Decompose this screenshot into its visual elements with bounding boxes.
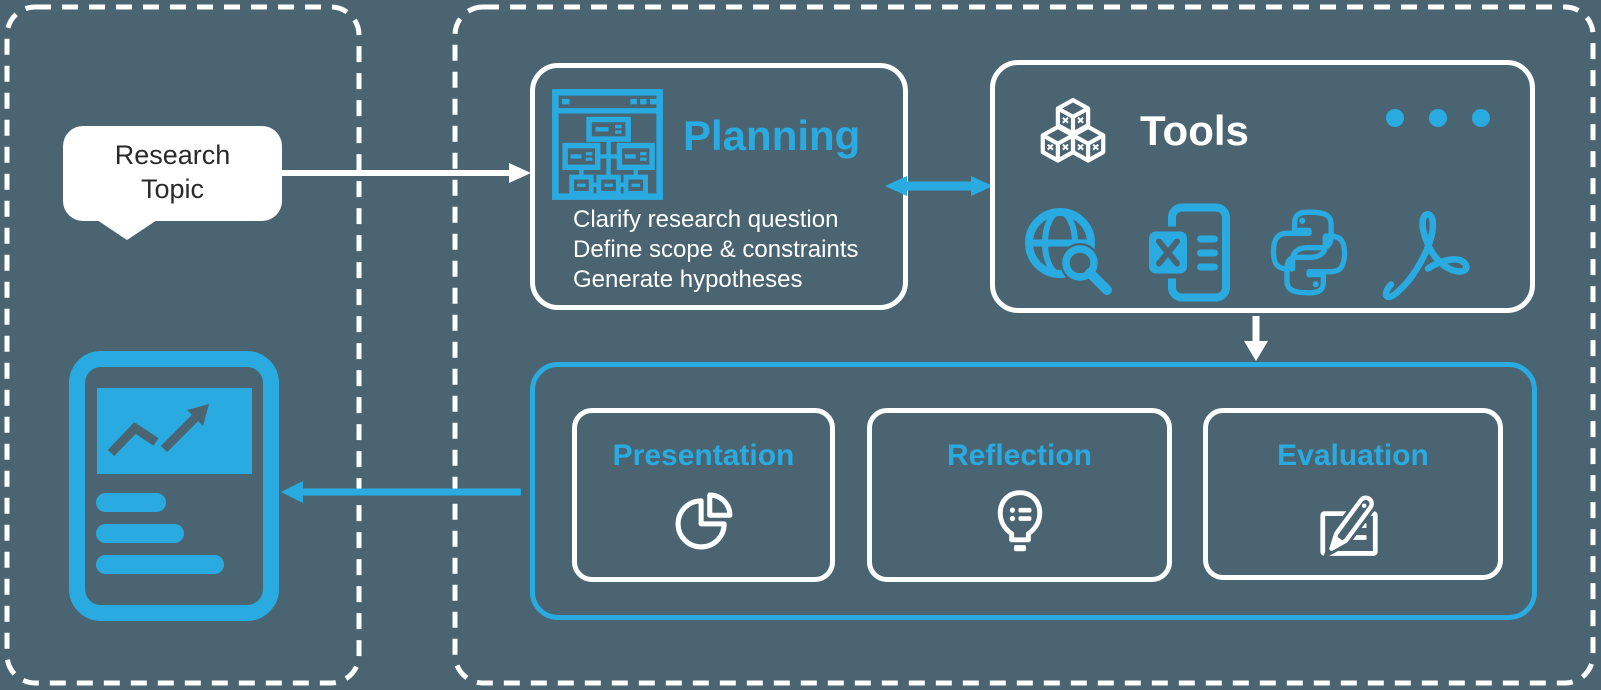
pie-chart-icon xyxy=(675,492,732,550)
tools-title: Tools xyxy=(1140,107,1249,154)
arrow-research-to-planning-icon xyxy=(281,163,531,183)
reflection-label: Reflection xyxy=(946,439,1093,472)
arrow-planning-tools-icon xyxy=(885,176,993,196)
menu-dot xyxy=(1472,109,1490,127)
menu-dots xyxy=(1386,109,1490,127)
report-document-icon xyxy=(69,351,279,621)
presentation-label: Presentation xyxy=(612,439,795,472)
arrow-tools-stages-icon xyxy=(1244,316,1268,361)
edit-document-icon xyxy=(1320,492,1378,560)
stage-box-presentation: Presentation xyxy=(572,408,835,582)
planning-task: Generate hypotheses xyxy=(573,266,803,293)
tools-box: Tools xyxy=(990,60,1535,313)
spreadsheet-icon xyxy=(1144,203,1230,302)
planning-title: Planning xyxy=(683,112,861,159)
arrow-stages-report-icon xyxy=(281,481,521,503)
python-icon xyxy=(1270,209,1348,296)
planning-box: Planning Clarify research question Defin… xyxy=(530,63,908,310)
planning-task: Clarify research question xyxy=(573,206,839,233)
menu-dot xyxy=(1386,109,1404,127)
cubes-icon xyxy=(1040,97,1106,163)
menu-dot xyxy=(1429,109,1447,127)
research-topic-bubble: Research Topic xyxy=(63,126,282,240)
web-search-icon xyxy=(1025,208,1116,299)
planning-task-list: Clarify research question Define scope &… xyxy=(573,205,858,295)
stage-box-reflection: Reflection xyxy=(867,408,1172,582)
pdf-icon xyxy=(1382,211,1470,301)
planning-task: Define scope & constraints xyxy=(573,236,859,263)
lightbulb-notes-icon xyxy=(997,490,1042,552)
evaluation-label: Evaluation xyxy=(1277,439,1429,472)
right-panel-border xyxy=(452,4,1596,686)
research-topic-label: Research Topic xyxy=(114,140,231,204)
left-panel-border xyxy=(4,4,362,686)
stages-container: Presentation Reflection xyxy=(530,362,1537,620)
stage-box-evaluation: Evaluation xyxy=(1203,408,1503,580)
tool-icons-row xyxy=(995,200,1530,305)
sitemap-browser-icon xyxy=(552,89,663,200)
